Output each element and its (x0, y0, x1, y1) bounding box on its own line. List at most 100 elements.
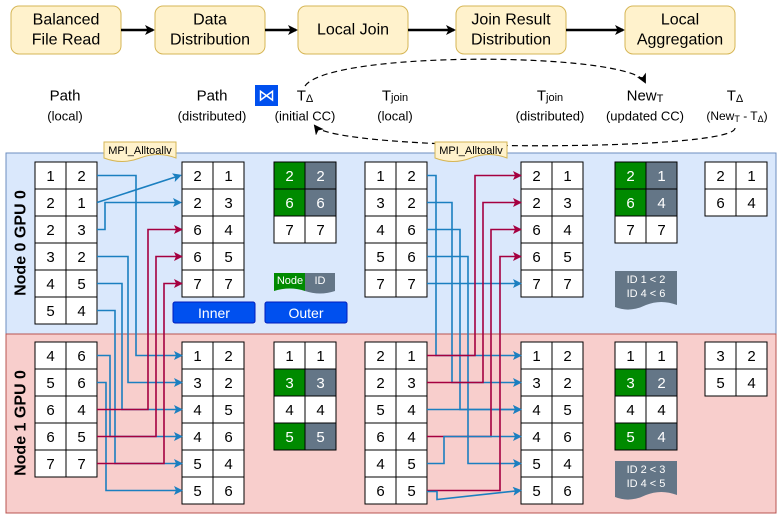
note-box (615, 461, 677, 500)
table-cell (34, 296, 67, 325)
table-cell (273, 395, 306, 424)
inner-label: Inner (198, 305, 230, 321)
table-cell (34, 188, 67, 217)
table-cell (735, 368, 768, 397)
cell-value: 4 (747, 195, 755, 212)
cell-value: 3 (46, 249, 54, 266)
table-cell (395, 188, 428, 217)
table-cell (181, 368, 214, 397)
table-cell (34, 368, 67, 397)
table-cell (551, 368, 584, 397)
header-subtitle: (local) (377, 109, 412, 124)
table-cell (520, 242, 553, 271)
table-cell (181, 449, 214, 478)
cell-value: 6 (716, 195, 724, 212)
header-title: TΔ (297, 88, 314, 106)
cell-value: 4 (193, 402, 201, 419)
cell-value: 5 (77, 429, 85, 446)
header-subtitle: (distributed) (178, 109, 247, 124)
route-arrow (427, 201, 522, 387)
cell-value: 6 (563, 483, 571, 500)
cell-value: 1 (657, 348, 665, 365)
cell-value: 5 (563, 249, 571, 266)
cell-value: 4 (376, 222, 384, 239)
cell-value: 5 (716, 375, 724, 392)
node-chip-label: Node (277, 275, 303, 287)
id-chip (305, 273, 335, 294)
cell-value: 6 (376, 483, 384, 500)
cell-value: 2 (563, 375, 571, 392)
cell-value: 3 (407, 375, 415, 392)
subscript: Δ (736, 93, 744, 105)
cell-value: 4 (657, 195, 665, 212)
stage-label: Distribution (471, 32, 551, 49)
cell-value: 7 (376, 276, 384, 293)
cell-value: 1 (563, 168, 571, 185)
cell-value: 5 (193, 456, 201, 473)
stage-label: Local Join (317, 22, 389, 39)
node-chip (274, 273, 305, 291)
cell-value: 7 (77, 456, 85, 473)
cell-value: 4 (46, 276, 54, 293)
cell-value: 3 (532, 375, 540, 392)
stage-label: Local (661, 12, 699, 29)
cell-value: 1 (626, 348, 634, 365)
join-symbol: ⋈ (255, 85, 278, 106)
stage-label: Data (193, 12, 227, 29)
cell-value: 2 (77, 249, 85, 266)
cell-value: 6 (407, 249, 415, 266)
cell-value: 1 (193, 348, 201, 365)
cell-value: 5 (532, 456, 540, 473)
routing-arrows (96, 171, 522, 501)
header-subtitle: (local) (47, 109, 82, 124)
cell-value: 2 (224, 375, 232, 392)
cell-value: 5 (193, 483, 201, 500)
table-cell (364, 449, 397, 478)
cell-value: 1 (46, 168, 54, 185)
route-arrow (427, 255, 522, 468)
column-headers: Path(local)Path(distributed)TΔ(initial C… (47, 88, 767, 125)
cell-value: 2 (193, 168, 201, 185)
table-cell (614, 215, 647, 244)
table-cell (551, 476, 584, 505)
table-cell (304, 341, 337, 370)
cell-value: 1 (285, 348, 293, 365)
cell-value: 5 (407, 456, 415, 473)
note-box (615, 271, 677, 310)
cell-value: 6 (532, 249, 540, 266)
table-cell (212, 422, 245, 451)
note-line: ID 4 < 6 (627, 288, 666, 300)
cell-value: 4 (407, 429, 415, 446)
cell-value: 6 (224, 483, 232, 500)
table-cell (645, 161, 678, 190)
subscript: join (390, 92, 408, 104)
cell-value: 2 (532, 168, 540, 185)
mpi-text: MPI_Alltoallv (439, 145, 503, 157)
header-title: NewT (627, 88, 664, 106)
cell-value: 4 (376, 456, 384, 473)
cell-value: 2 (46, 195, 54, 212)
cell-value: 2 (193, 195, 201, 212)
cell-value: 3 (716, 348, 724, 365)
route-arrow (97, 255, 183, 387)
table-cell (704, 161, 737, 190)
cell-value: 5 (46, 303, 54, 320)
note-line: ID 4 < 5 (627, 478, 666, 490)
cell-value: 2 (376, 375, 384, 392)
cell-value: 7 (46, 456, 54, 473)
table-cell (65, 341, 98, 370)
cell-value: 2 (747, 348, 755, 365)
cell-value: 6 (532, 222, 540, 239)
table-cell (645, 422, 678, 451)
cell-value: 6 (77, 348, 85, 365)
cell-value: 4 (193, 429, 201, 446)
table-cell (395, 368, 428, 397)
table-cell (364, 476, 397, 505)
cell-value: 4 (316, 402, 324, 419)
cell-value: 6 (193, 222, 201, 239)
